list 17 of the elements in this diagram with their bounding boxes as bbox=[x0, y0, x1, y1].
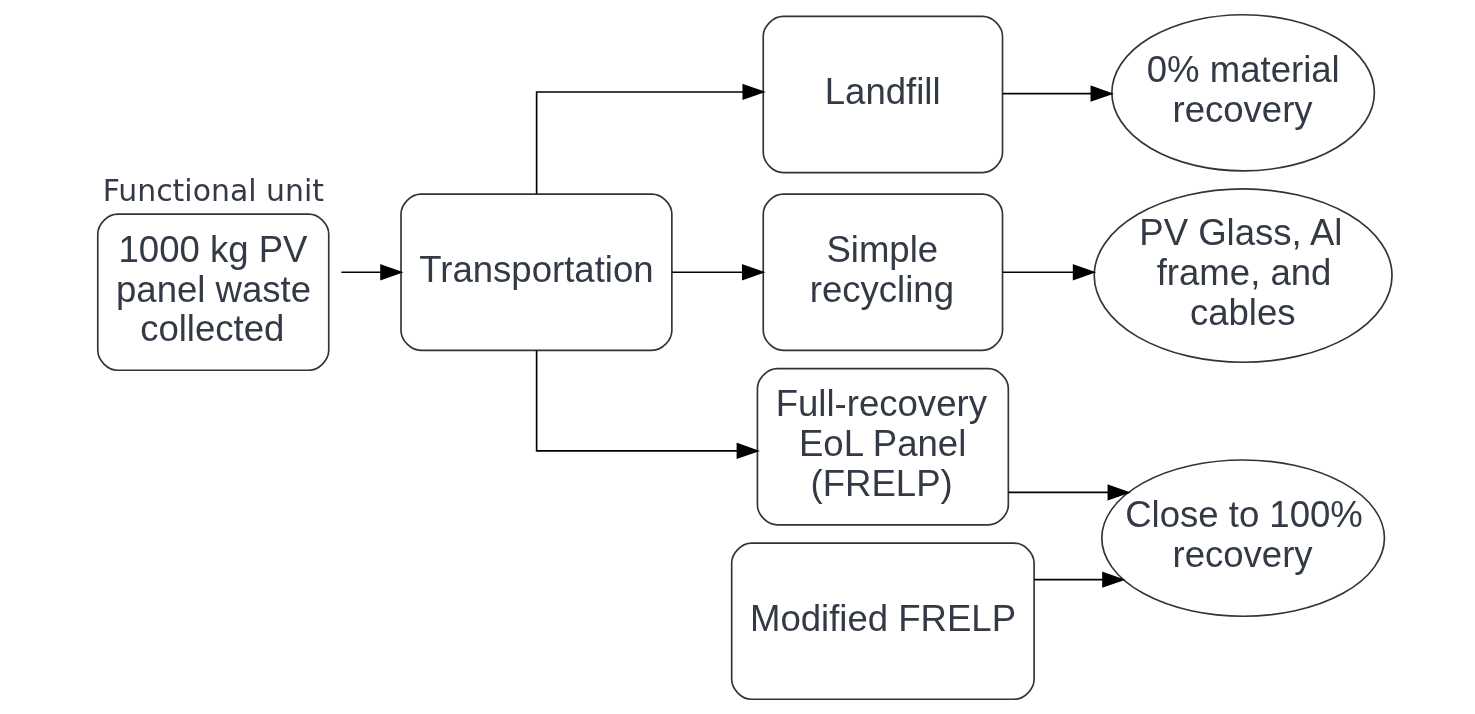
arrow bbox=[1001, 85, 1114, 102]
arrow bbox=[1001, 264, 1096, 281]
node-ellipse: PV Glass, Al frame, and cables bbox=[1092, 188, 1393, 364]
node-label: Functional unit bbox=[102, 173, 324, 209]
node-box: Simple recycling bbox=[761, 193, 1003, 352]
node-box: 1000 kg PV panel waste collected bbox=[96, 213, 330, 372]
arrow bbox=[535, 349, 760, 460]
arrow bbox=[1007, 484, 1131, 501]
node-box: Transportation bbox=[399, 193, 673, 352]
node-box: Full-recovery EoL Panel (FRELP) bbox=[756, 367, 1009, 526]
arrow bbox=[340, 264, 403, 281]
node-ellipse: 0% material recovery bbox=[1110, 13, 1375, 172]
arrow bbox=[535, 83, 766, 195]
node-box: Modified FRELP bbox=[730, 542, 1035, 701]
node-box: Landfill bbox=[761, 15, 1003, 174]
arrow bbox=[670, 264, 765, 281]
arrow bbox=[1032, 571, 1125, 588]
